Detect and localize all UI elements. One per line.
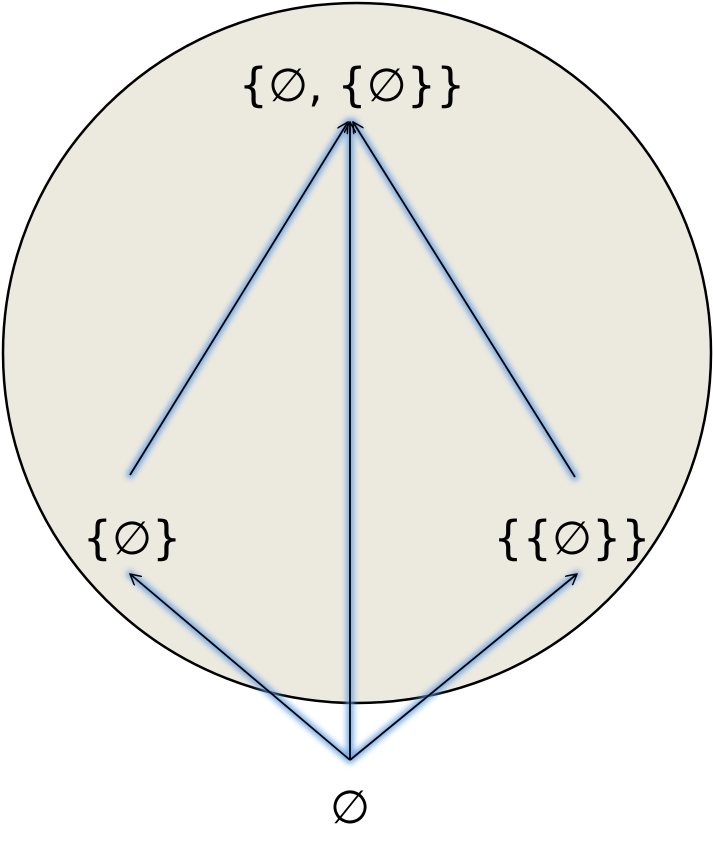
node-bottom-label: ∅ xyxy=(329,780,371,834)
node-top-label: {∅, {∅}} xyxy=(238,58,466,112)
arrow-left-to-top xyxy=(129,122,348,476)
node-right-label: {{∅}} xyxy=(493,511,651,565)
arrow-right-to-top xyxy=(353,122,576,478)
arrow-bottom-to-left xyxy=(130,574,351,761)
set-circle xyxy=(1,1,713,705)
node-left-label: {∅} xyxy=(82,511,182,565)
arrow-bottom-to-right xyxy=(349,574,577,761)
